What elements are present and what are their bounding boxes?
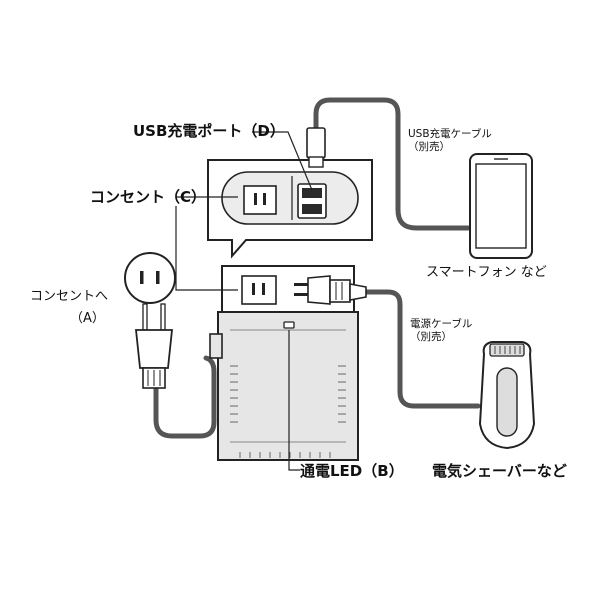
power-cable-note: （別売） <box>410 331 452 343</box>
leader-usb-port <box>252 131 313 191</box>
power-led-label: 通電LED（B） <box>300 462 404 480</box>
usb-cable-label: USB充電ケーブル <box>408 128 492 140</box>
enlarged-panel-callout <box>207 159 373 259</box>
to-outlet-label: コンセントへ <box>30 289 109 304</box>
adapter-body <box>209 265 359 461</box>
main-power-cord <box>153 355 217 439</box>
cables <box>153 97 481 439</box>
power-cable-label: 電源ケーブル <box>410 318 473 330</box>
leader-lines <box>175 131 313 471</box>
usb-plug <box>306 127 326 168</box>
main-plug <box>135 303 173 389</box>
smartphone <box>469 153 533 259</box>
led-indicator <box>283 321 295 329</box>
leader-led <box>288 330 300 471</box>
callout-usb-ports <box>297 183 327 219</box>
side-vent-right <box>338 365 346 423</box>
to-outlet-code-label: （A） <box>70 311 105 326</box>
electric-shaver <box>478 341 536 450</box>
wall-outlet <box>124 252 176 304</box>
usb-cable-note: （別売） <box>408 141 450 153</box>
callout-outlet-face <box>243 185 277 215</box>
shaver-label: 電気シェーバーなど <box>432 462 567 480</box>
inserted-plug <box>294 275 367 305</box>
adapter-outlet-c <box>241 275 277 305</box>
leader-outlet-body <box>175 206 238 291</box>
outlet-c-label: コンセント（C） <box>90 188 207 206</box>
power-cable-shaver <box>362 289 481 409</box>
bottom-vent <box>239 452 331 458</box>
smartphone-label: スマートフォン など <box>426 265 547 280</box>
usb-charging-port-label: USB充電ポート（D） <box>133 122 285 140</box>
usb-cable <box>313 97 471 231</box>
side-vent-left <box>230 365 238 423</box>
